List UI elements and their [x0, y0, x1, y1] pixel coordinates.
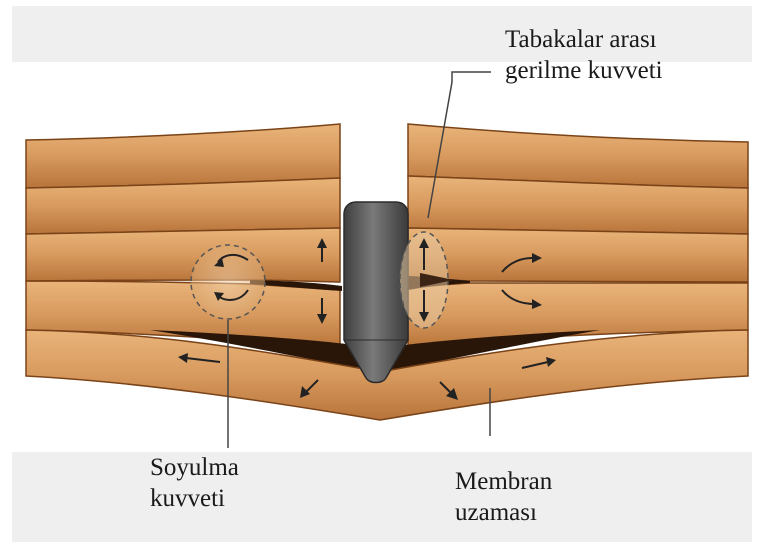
membrane-label-line-2: uzaması	[455, 497, 552, 528]
right-ply-3	[408, 228, 748, 282]
right-laminate-stack	[408, 124, 748, 348]
left-ply-1	[26, 124, 340, 188]
peel-label-line-1: Soyulma	[150, 452, 239, 483]
interlayer-tension-label: Tabakalar arası gerilme kuvveti	[505, 24, 663, 86]
indenter-icon	[344, 202, 408, 383]
left-ply-3	[26, 228, 340, 282]
peel-zone-circle	[191, 245, 265, 319]
interlayer-label-line-1: Tabakalar arası	[505, 24, 663, 55]
membrane-elongation-label: Membran uzaması	[455, 466, 552, 528]
membrane-label-line-1: Membran	[455, 466, 552, 497]
peel-label-line-2: kuvveti	[150, 483, 239, 514]
interlayer-label-line-2: gerilme kuvveti	[505, 55, 663, 86]
left-ply-2	[26, 178, 340, 234]
left-laminate-stack	[26, 124, 342, 348]
peel-force-label: Soyulma kuvveti	[150, 452, 239, 514]
